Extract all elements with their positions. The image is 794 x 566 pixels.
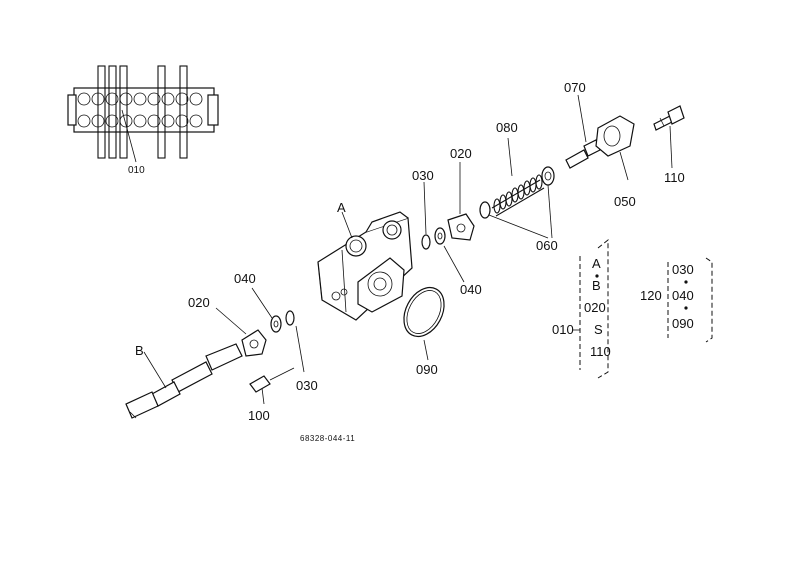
legend-right-ref: 120: [640, 288, 662, 303]
assembly-ref-label: 010: [128, 165, 145, 176]
legend-left-item: 020: [584, 300, 606, 315]
stem-label: 070: [564, 80, 586, 95]
spring-assembly: [479, 137, 555, 239]
screw-bottom-label: 100: [248, 408, 270, 423]
legend-left-ref: 010: [552, 322, 574, 337]
oring-bottom: [285, 310, 295, 326]
screw-bottom: [249, 367, 295, 405]
oring-top: [421, 234, 431, 250]
cap: [595, 115, 635, 181]
plate-bottom-label: 020: [188, 295, 210, 310]
screw-top-label: 110: [664, 170, 685, 185]
legend-left-item: S: [594, 322, 603, 337]
port-a-label: A: [337, 200, 346, 215]
plate-top-label: 020: [450, 146, 472, 161]
spring-label: 080: [496, 120, 518, 135]
cap-label: 050: [614, 194, 636, 209]
legend-right-item: 040: [672, 288, 694, 303]
figure-number: 68328-044-11: [300, 434, 355, 443]
legend-left-item: B: [592, 278, 601, 293]
spool: [125, 343, 243, 419]
washer-top-label: 040: [460, 282, 482, 297]
seal-ring: [403, 286, 445, 338]
legend-left: A B 020 S 110 010: [552, 238, 611, 379]
washer-top: [434, 227, 446, 245]
screw-top: [653, 105, 685, 169]
legend-left-item: A: [592, 256, 601, 271]
plate-bottom: [215, 307, 267, 357]
oring-top-label: 030: [412, 168, 434, 183]
assembly-thumbnail: 010: [67, 65, 219, 176]
legend-right-item: 030: [672, 262, 694, 277]
legend-left-item: 110: [590, 344, 611, 359]
washer-bottom: [251, 287, 282, 333]
washer-bottom-label: 040: [234, 271, 256, 286]
legend-right: 030 040 090 120: [640, 257, 713, 343]
seal-ring-label: 090: [416, 362, 438, 377]
plate-top: [447, 213, 475, 241]
valve-body: [317, 211, 413, 321]
legend-right-item: 090: [672, 316, 694, 331]
stem: [565, 94, 601, 169]
oring-bottom-label: 030: [296, 378, 318, 393]
port-b-label: B: [135, 343, 144, 358]
spring-seat-label: 060: [536, 238, 558, 253]
